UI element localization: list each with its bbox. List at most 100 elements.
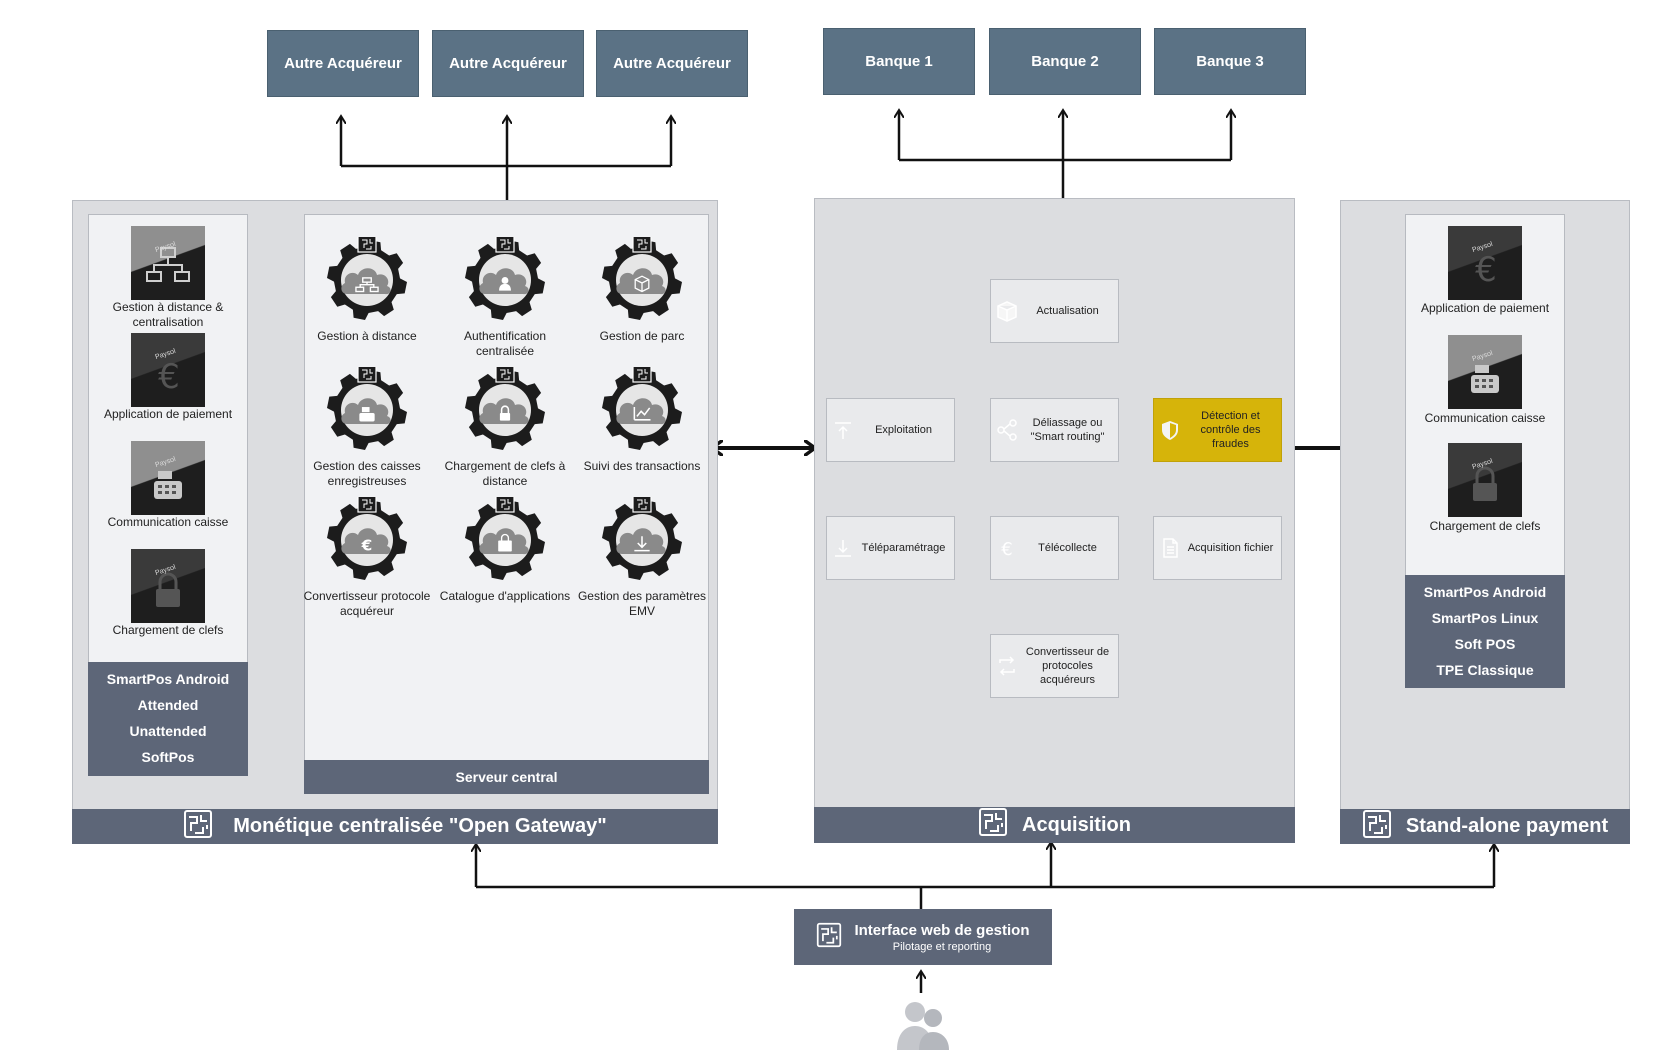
svg-text:€: € <box>361 537 373 555</box>
module-label: Convertisseur de protocoles acquéreurs <box>1025 646 1110 686</box>
open-gateway-footer: Monétique centralisée "Open Gateway" <box>72 809 718 844</box>
module-file-acquisition: Acquisition fichier <box>1153 516 1282 580</box>
standalone-item-label: Application de paiement <box>1420 301 1550 315</box>
cash-register-icon <box>327 367 407 450</box>
module-label: Exploitation <box>875 424 932 436</box>
svg-text:€: € <box>158 357 180 397</box>
paysol-logo-icon <box>1362 809 1392 845</box>
server-module: € Convertisseur protocole acquéreur <box>297 497 437 619</box>
acquisition-title: Acquisition <box>1022 813 1131 836</box>
terminal-item-label: Chargement de clefs <box>112 623 224 637</box>
bank-label: Banque 2 <box>1031 53 1099 70</box>
euro-icon: € Paysol <box>1448 226 1522 300</box>
standalone-item-label: Chargement de clefs <box>1429 519 1541 533</box>
server-module-label: Convertisseur protocole acquéreur <box>303 589 431 618</box>
terminal-type: SmartPos Android <box>1423 584 1547 600</box>
lock-icon: Paysol <box>1448 443 1522 517</box>
module-actualisation: Actualisation <box>990 279 1119 343</box>
download-icon <box>602 497 682 580</box>
acquirer-box-3: Autre Acquéreur <box>596 30 748 97</box>
central-server-footer: Serveur central <box>304 760 709 794</box>
euro-icon: € <box>327 497 407 580</box>
server-module: Gestion des paramètres EMV <box>572 497 712 619</box>
box-icon <box>602 237 682 320</box>
web-interface-box: Interface web de gestion Pilotage et rep… <box>794 909 1052 965</box>
swap-icon <box>991 655 1023 677</box>
web-interface-subtitle: Pilotage et reporting <box>892 940 992 953</box>
terminal-item-label: Gestion à distance & centralisation <box>112 300 224 329</box>
terminal-type: SmartPos Linux <box>1431 610 1539 626</box>
standalone-item-label: Communication caisse <box>1424 411 1546 425</box>
terminal-item-keys: Paysol Chargement de clefs <box>88 549 248 638</box>
chart-icon <box>602 367 682 450</box>
paysol-logo-icon <box>183 809 213 845</box>
module-label: Détection et contrôle des fraudes <box>1200 410 1261 450</box>
server-module-label: Suivi des transactions <box>583 459 701 473</box>
central-server-title: Serveur central <box>455 769 558 785</box>
server-module: Gestion des caisses enregistreuses <box>297 367 437 489</box>
standalone-footer: Stand-alone payment <box>1340 809 1630 844</box>
bag-icon <box>465 497 545 580</box>
acquirer-label: Autre Acquéreur <box>613 55 731 72</box>
terminal-type: SmartPos Android <box>106 671 230 687</box>
bank-label: Banque 1 <box>865 53 933 70</box>
open-gateway-title: Monétique centralisée "Open Gateway" <box>233 815 607 837</box>
terminal-item-label: Communication caisse <box>107 515 229 529</box>
cash-register-icon: Paysol <box>1448 335 1522 409</box>
terminal-item-payment: € Paysol Application de paiement <box>88 333 248 422</box>
terminal-type: Unattended <box>129 723 207 739</box>
module-label: Acquisition fichier <box>1187 542 1274 554</box>
server-module: Gestion de parc <box>572 237 712 344</box>
module-label: Téléparamétrage <box>861 542 946 554</box>
terminal-item-remote: Paysol Gestion à distance & centralisati… <box>88 226 248 330</box>
module-teleparametrage: Téléparamétrage <box>826 516 955 580</box>
module-exploitation: Exploitation <box>826 398 955 462</box>
server-module-label: Catalogue d'applications <box>439 589 571 603</box>
svg-text:€: € <box>1475 250 1497 290</box>
upload-icon <box>827 419 859 441</box>
server-module-label: Gestion des caisses enregistreuses <box>313 459 421 488</box>
document-icon <box>1154 537 1186 559</box>
users-icon <box>893 998 953 1050</box>
bank-box-2: Banque 2 <box>989 28 1141 95</box>
terminal-type: TPE Classique <box>1436 662 1534 678</box>
bank-label: Banque 3 <box>1196 53 1264 70</box>
acquirer-box-1: Autre Acquéreur <box>267 30 419 97</box>
euro-icon: € <box>991 537 1023 559</box>
euro-icon: € Paysol <box>131 333 205 407</box>
standalone-title: Stand-alone payment <box>1405 815 1609 837</box>
network-icon: Paysol <box>131 226 205 300</box>
download-icon <box>827 537 859 559</box>
server-module-label: Chargement de clefs à distance <box>444 459 566 488</box>
server-module-label: Gestion des paramètres EMV <box>577 589 707 618</box>
standalone-types-band: SmartPos Android SmartPos Linux Soft POS… <box>1405 575 1565 688</box>
standalone-item-keys: Paysol Chargement de clefs <box>1405 443 1565 534</box>
web-interface-title: Interface web de gestion <box>854 921 1030 939</box>
acquisition-footer: Acquisition <box>814 807 1295 843</box>
network-icon <box>327 237 407 320</box>
lock-icon <box>465 367 545 450</box>
standalone-item-register: Paysol Communication caisse <box>1405 335 1565 426</box>
user-icon <box>465 237 545 320</box>
server-module: Authentification centralisée <box>435 237 575 359</box>
terminal-type: Attended <box>137 697 199 713</box>
server-module: Chargement de clefs à distance <box>435 367 575 489</box>
box-icon <box>991 300 1023 322</box>
terminal-type: SoftPos <box>141 749 195 765</box>
standalone-item-payment: € Paysol Application de paiement <box>1405 226 1565 316</box>
terminal-item-label: Application de paiement <box>103 407 233 421</box>
module-label: Déliassage ou "Smart routing" <box>1030 417 1105 443</box>
bank-box-3: Banque 3 <box>1154 28 1306 95</box>
terminal-types-band: SmartPos Android Attended Unattended Sof… <box>88 662 248 776</box>
paysol-logo-icon <box>816 922 842 953</box>
server-module-label: Authentification centralisée <box>463 329 547 358</box>
paysol-logo-icon <box>978 807 1008 843</box>
cash-register-icon: Paysol <box>131 441 205 515</box>
module-fraud-detection: Détection et contrôle des fraudes <box>1153 398 1282 462</box>
module-protocol-converter: Convertisseur de protocoles acquéreurs <box>990 634 1119 698</box>
shield-icon <box>1154 419 1186 441</box>
server-module-label: Gestion de parc <box>599 329 685 343</box>
terminal-type: Soft POS <box>1454 636 1516 652</box>
server-module: Gestion à distance <box>297 237 437 344</box>
